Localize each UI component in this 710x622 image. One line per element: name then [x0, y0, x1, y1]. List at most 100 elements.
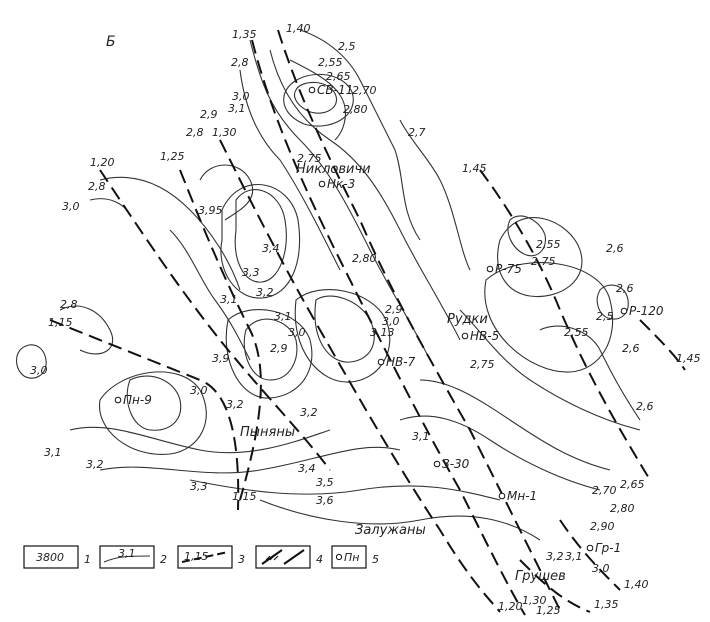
contour-label: 1,35 — [594, 598, 619, 611]
legend-box — [255, 545, 311, 569]
contour-label: 1,45 — [462, 162, 487, 175]
well-label: Гр-1 — [595, 541, 621, 555]
contour-label: 2,8 — [60, 298, 78, 311]
well-icon — [586, 544, 594, 552]
legend-sample: 1,15 — [184, 550, 209, 563]
contour-label: 3,1 — [228, 102, 246, 115]
contour-label: 3,6 — [316, 494, 334, 507]
legend-isoline — [103, 555, 151, 563]
contour-label: 2,80 — [610, 502, 635, 515]
well-label: НВ-5 — [470, 329, 499, 343]
legend-item-3: 1,15 3 — [177, 545, 245, 569]
contour-label: 2,8 — [231, 56, 249, 69]
contour-label: 2,80 — [352, 252, 377, 265]
contour-label: 2,55 — [536, 238, 561, 251]
isolines — [15, 29, 641, 541]
well-marker: З-30 — [433, 457, 470, 471]
legend-item-2: 3,1 2 — [99, 545, 167, 569]
well-marker: НВ-7 — [377, 355, 416, 369]
contour-label: 1,40 — [624, 578, 649, 591]
contour-label: 2,75 — [470, 358, 495, 371]
contour-label: 2,70 — [352, 84, 377, 97]
contour-label: 2,75 — [531, 255, 556, 268]
dashed-lines — [49, 29, 686, 616]
well-marker: Пн-9 — [114, 393, 152, 407]
contour-label: 3,2 — [300, 406, 318, 419]
well-icon — [486, 265, 494, 273]
well-marker: НВ-5 — [461, 329, 499, 343]
place-label: Рудки — [447, 312, 488, 327]
well-marker: Гр-1 — [586, 541, 621, 555]
contour-label: 3,0 — [382, 315, 400, 328]
contour-label: 3,95 — [198, 204, 223, 217]
legend-dashed-line — [181, 551, 229, 563]
legend: 3800 1 3,1 2 1,15 3 4 Пн 5 — [23, 545, 379, 569]
contour-label: 3,3 — [190, 480, 208, 493]
contour-label: 3,0 — [232, 90, 250, 103]
contour-label: 2,55 — [318, 56, 343, 69]
contour-label: 3,2 — [86, 458, 104, 471]
contour-label: 1,40 — [286, 22, 311, 35]
contour-label: 2,6 — [606, 242, 624, 255]
contour-label: 1,30 — [522, 594, 547, 607]
contour-label: 1,20 — [498, 600, 523, 613]
contour-label: 2,9 — [385, 303, 403, 316]
contour-label: 2,65 — [620, 478, 645, 491]
contour-label: 1,20 — [90, 156, 115, 169]
legend-num: 3 — [238, 553, 245, 566]
well-label: НВ-7 — [386, 355, 416, 369]
contour-label: 3,3 — [242, 266, 260, 279]
well-marker: Нк-3 — [318, 177, 355, 191]
contour-label: 3,4 — [298, 462, 316, 475]
well-icon — [620, 307, 628, 315]
contour-label: 3,1 — [274, 310, 292, 323]
contour-label: 2,75 — [297, 152, 322, 165]
contour-label: 3,0 — [62, 200, 80, 213]
wells: СВ-11Нк-3Р-75Р-120НВ-5НВ-7Пн-9З-30Мн-1Гр… — [114, 83, 664, 555]
contour-label: 2,9 — [200, 108, 218, 121]
contour-label: 3,2 — [546, 550, 564, 563]
contour-label: 3,1 — [44, 446, 62, 459]
contour-label: 3,5 — [316, 476, 334, 489]
contour-label: 1,25 — [536, 604, 561, 617]
contour-label: 2,80 — [343, 103, 368, 116]
contour-label: 3,0 — [30, 364, 48, 377]
well-marker: Р-75 — [486, 262, 522, 276]
legend-box — [23, 545, 79, 569]
well-label: Р-75 — [495, 262, 522, 276]
contour-label: 3,13 — [370, 326, 395, 339]
well-marker: СВ-11 — [308, 83, 353, 97]
legend-item-5: Пн 5 — [331, 545, 379, 569]
contour-label: 2,5 — [596, 310, 614, 323]
contour-label: 3,1 — [412, 430, 430, 443]
contour-label: 2,5 — [338, 40, 356, 53]
contour-label: 2,6 — [616, 282, 634, 295]
legend-num: 4 — [316, 553, 323, 566]
legend-hatch-icon — [265, 555, 279, 561]
well-icon — [308, 86, 316, 94]
contour-label: 2,65 — [326, 70, 351, 83]
well-label: Мн-1 — [507, 489, 537, 503]
contour-label: 3,1 — [565, 550, 583, 563]
contour-label: 3,2 — [256, 286, 274, 299]
legend-box — [331, 545, 367, 569]
well-icon — [377, 358, 385, 366]
contour-label: 2,6 — [622, 342, 640, 355]
contour-label: 2,8 — [186, 126, 204, 139]
legend-item-4: 4 — [255, 545, 323, 569]
contour-label: 3,0 — [190, 384, 208, 397]
legend-box — [177, 545, 233, 569]
well-label: З-30 — [442, 457, 470, 471]
legend-num: 1 — [84, 553, 91, 566]
contour-label: 2,7 — [408, 126, 426, 139]
contour-labels: 1,402,52,552,652,702,801,352,83,03,12,91… — [30, 22, 701, 617]
well-icon — [461, 332, 469, 340]
contour-label: 2,55 — [564, 326, 589, 339]
place-label: Никловичи — [296, 162, 371, 177]
well-marker: Мн-1 — [498, 489, 537, 503]
legend-num: 2 — [160, 553, 167, 566]
legend-item-1: 3800 1 — [23, 545, 91, 569]
